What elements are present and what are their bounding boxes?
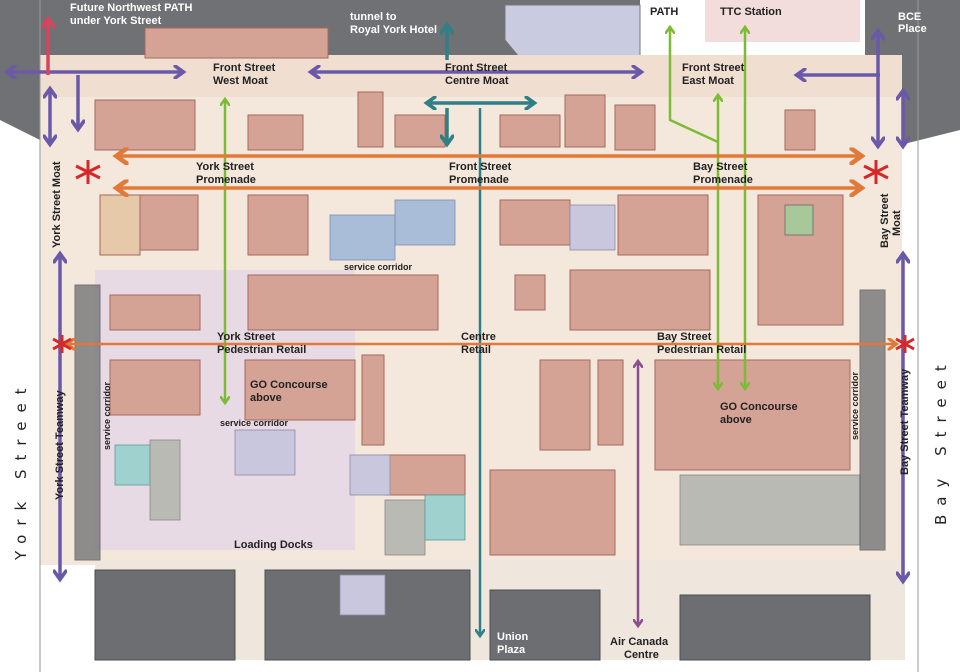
label-centre-moat-2: Centre Moat [445, 75, 509, 87]
label-centre-retail: Centre [461, 331, 496, 343]
label-front-promenade: Front Street [449, 161, 512, 173]
label-go-right-2: above [720, 414, 752, 426]
map-labels: Future Northwest PATH under York Street … [51, 2, 927, 661]
label-york-promenade-2: Promenade [196, 174, 256, 186]
label-york-teamway: York Street Teamway [54, 389, 66, 500]
retail-blocks [74, 91, 886, 661]
route-arrows [8, 20, 903, 635]
label-centre-moat: Front Street [445, 62, 508, 74]
label-york-ped-2: Pedestrian Retail [217, 344, 306, 356]
label-union-plaza: Union [497, 631, 528, 643]
label-union-plaza-2: Plaza [497, 644, 526, 656]
star-icon [75, 160, 101, 184]
label-service-corridor-mid: service corridor [220, 418, 289, 428]
label-york-ped: York Street [217, 331, 275, 343]
label-bay-promenade: Bay Street [693, 161, 748, 173]
label-west-moat-2: West Moat [213, 75, 268, 87]
label-west-moat: Front Street [213, 62, 276, 74]
label-east-moat-2: East Moat [682, 75, 734, 87]
label-service-corridor-right: service corridor [850, 371, 860, 440]
label-service-corridor-left: service corridor [102, 381, 112, 450]
star-markers [52, 160, 915, 353]
york-street-label: York Street [12, 379, 30, 561]
label-bay-ped: Bay Street [657, 331, 712, 343]
label-east-moat: Front Street [682, 62, 745, 74]
label-loading-docks: Loading Docks [234, 539, 313, 551]
label-centre-retail-2: Retail [461, 344, 491, 356]
label-bce-2: Place [898, 23, 927, 35]
label-air-canada-2: Centre [624, 649, 659, 661]
label-york-promenade: York Street [196, 161, 254, 173]
label-bce: BCE [898, 11, 921, 23]
label-ttc: TTC Station [720, 6, 782, 18]
label-service-corridor-top: service corridor [344, 262, 413, 272]
label-go-left: GO Concourse [250, 379, 328, 391]
label-future-path-2: under York Street [70, 15, 162, 27]
bay-street-label: Bay Street [932, 356, 950, 525]
star-icon [52, 335, 72, 353]
label-path: PATH [650, 6, 678, 18]
label-bay-promenade-2: Promenade [693, 174, 753, 186]
star-icon [895, 335, 915, 353]
label-go-left-2: above [250, 392, 282, 404]
label-bay-moat: Bay Street [879, 193, 891, 248]
label-bay-moat-2: Moat [891, 210, 903, 236]
label-tunnel-2: Royal York Hotel [350, 24, 437, 36]
label-air-canada: Air Canada [610, 636, 669, 648]
green-arrow-path [670, 28, 718, 388]
label-bay-ped-2: Pedestrian Retail [657, 344, 746, 356]
label-york-moat: York Street Moat [51, 161, 63, 248]
label-tunnel: tunnel to [350, 11, 397, 23]
label-bay-teamway: Bay Street Teamway [899, 368, 911, 475]
label-go-right: GO Concourse [720, 401, 798, 413]
label-future-path: Future Northwest PATH [70, 2, 192, 14]
label-front-promenade-2: Promenade [449, 174, 509, 186]
star-icon [863, 160, 889, 184]
